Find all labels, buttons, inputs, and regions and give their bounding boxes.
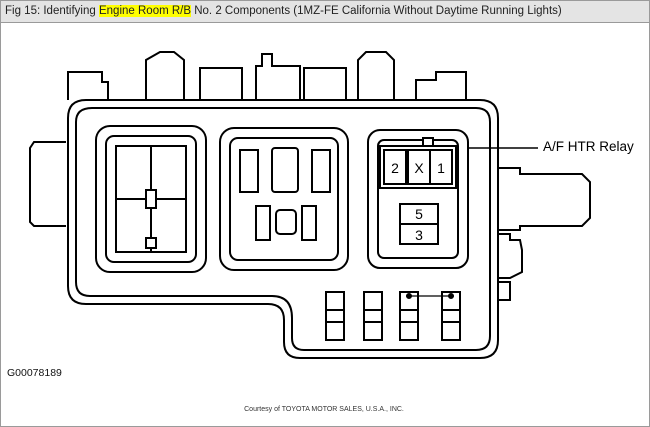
top-tabs [67, 51, 467, 100]
right-connector-upper [498, 167, 591, 231]
housing-inner [75, 107, 491, 351]
tab-center [255, 53, 301, 100]
pin-5-label: 5 [415, 206, 423, 222]
fuse-slot-4 [441, 291, 461, 341]
pin-2-label: 2 [391, 160, 399, 176]
pin-1-label: 1 [437, 160, 445, 176]
right-connector-lower [498, 233, 523, 279]
tab-far-right [415, 71, 467, 100]
left-latch [29, 141, 66, 227]
figure-title-bar: Fig 15: Identifying Engine Room R/B No. … [1, 1, 649, 23]
tab-far-left [67, 71, 109, 100]
fuse-slot-1 [325, 291, 345, 341]
af-htr-relay-label: A/F HTR Relay [543, 139, 634, 154]
housing-outer [67, 99, 499, 359]
relay-block-diagram: 2 X 1 5 3 [29, 51, 591, 359]
fuse-slot-3 [399, 291, 419, 341]
title-prefix: Fig 15: Identifying [5, 5, 99, 17]
left-relay-socket [95, 125, 207, 273]
center-relay-socket [219, 127, 349, 271]
tab-center-right [303, 67, 347, 100]
af-htr-relay-socket [367, 129, 469, 269]
title-highlight: Engine Room R/B [98, 5, 192, 17]
tab-center-left [199, 67, 243, 100]
fuse-slot-2 [363, 291, 383, 341]
title-suffix: No. 2 Components (1MZ-FE California With… [191, 5, 562, 17]
pin-x-label: X [414, 160, 424, 176]
right-tab-bottom [498, 281, 511, 301]
fuse-slots [325, 291, 461, 341]
tab-left [145, 51, 185, 100]
credit-line: Courtesy of TOYOTA MOTOR SALES, U.S.A., … [244, 406, 404, 413]
figure-code: G00078189 [7, 367, 62, 379]
tab-right [357, 51, 395, 100]
pin-3-label: 3 [415, 227, 423, 243]
